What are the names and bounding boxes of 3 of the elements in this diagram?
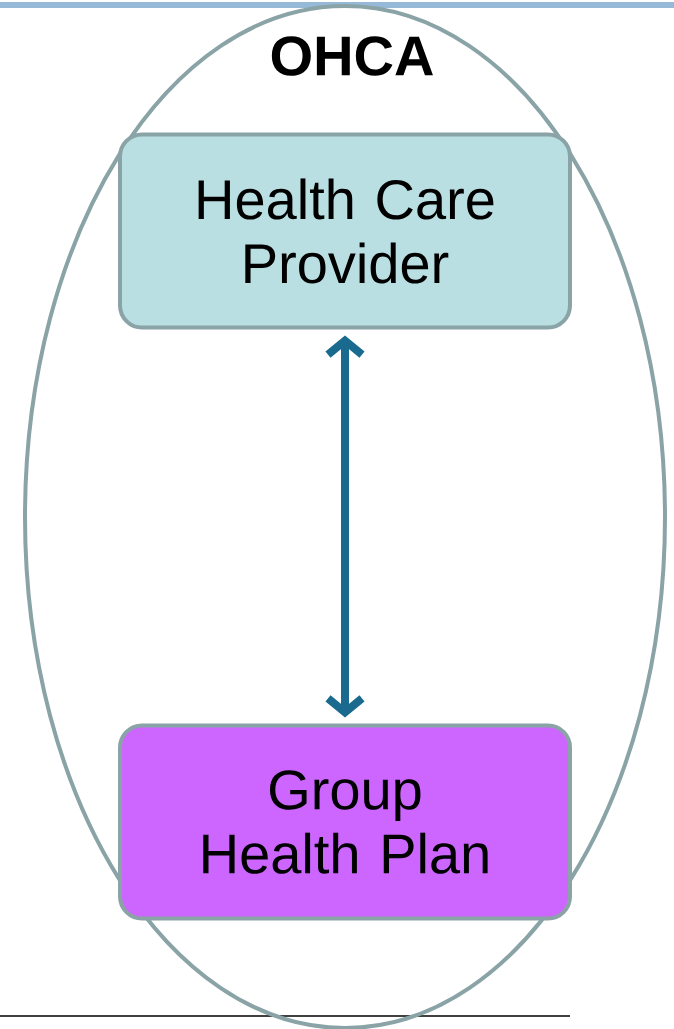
rounded-box: Health Care Provider	[118, 132, 572, 330]
arrow	[325, 335, 365, 718]
rounded-box: Group Health Plan	[118, 723, 572, 921]
